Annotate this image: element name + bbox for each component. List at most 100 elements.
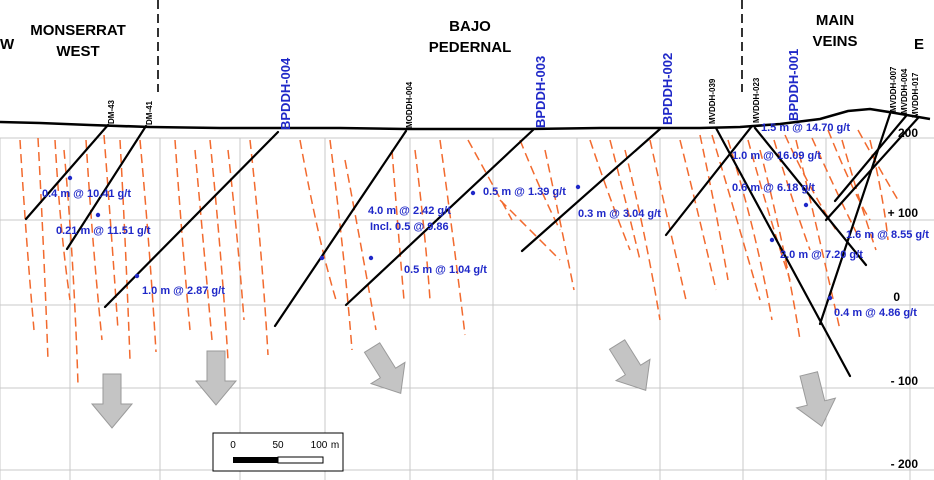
vein-trace [609, 139, 641, 261]
elevation-label: - 200 [891, 457, 919, 471]
plunge-arrow [363, 342, 406, 395]
drillhole-label-moddh004: MODDH-004 [405, 81, 414, 128]
vein-trace [414, 149, 431, 301]
drillhole-label-mvddh004: MVDDH-004 [900, 68, 909, 114]
scale-bar-unit: m [331, 440, 339, 451]
region-name: MONSERRAT [30, 22, 126, 39]
intercept-label: 1.5 m @ 14.70 g/t [761, 122, 850, 134]
vein-trace [747, 139, 791, 281]
vein-trace [773, 139, 811, 251]
intercept-dot [95, 212, 101, 218]
drillhole-label-mvddh017: MVDDH-017 [911, 72, 920, 118]
vein-trace [869, 139, 889, 241]
intercept-label: 1.0 m @ 2.87 g/t [142, 285, 225, 297]
vein-trace [649, 139, 687, 301]
intercept-labels: 0.4 m @ 10.41 g/t 0.21 m @ 11.51 g/t 1.0… [42, 122, 929, 319]
vein-trace [249, 139, 269, 356]
vein-trace [784, 134, 837, 231]
vein-trace [827, 129, 871, 221]
drillhole-label-dm43: DM-43 [107, 99, 116, 124]
vein-trace [711, 134, 761, 301]
vein-trace [857, 129, 899, 201]
elevation-label: + 100 [888, 206, 919, 220]
intercept-label: 2.0 m @ 7.20 g/t [780, 249, 863, 261]
vein-traces [19, 129, 899, 386]
vein-trace [194, 149, 213, 341]
scale-bar-white-segment [277, 456, 324, 464]
vein-trace [63, 149, 79, 386]
plunge-arrow-shape [795, 371, 837, 428]
vein-trace [679, 139, 717, 291]
region-name-line2: VEINS [812, 33, 858, 50]
intercept-label: 0.21 m @ 11.51 g/t [56, 225, 151, 237]
intercept-dot [368, 255, 374, 261]
drillhole-trace [65, 124, 148, 251]
intercept-label: 0.6 m @ 6.18 g/t [732, 182, 815, 194]
intercept-dot [67, 175, 73, 181]
region-name-line2: PEDERNAL [428, 39, 512, 56]
drillhole-trace [714, 126, 852, 378]
drillhole-trace [833, 114, 908, 203]
vein-trace [727, 139, 773, 321]
grid-lines [0, 137, 934, 480]
vein-trace [759, 149, 801, 341]
scale-bar-tick-label: 100 [311, 440, 328, 451]
scale-bar-black-segment [233, 457, 278, 463]
elevation-label: - 100 [891, 374, 919, 388]
region-name: MAIN [815, 12, 855, 29]
drill-hole-traces [24, 112, 920, 378]
vein-trace [344, 159, 377, 331]
plunge-arrow [90, 373, 134, 429]
scale-bar-tick-label: 0 [230, 440, 236, 451]
scale-bar-tick-label: 50 [272, 440, 284, 451]
intercept-dot [470, 190, 476, 196]
vein-trace [19, 139, 35, 331]
intercept-dot [803, 202, 809, 208]
vein-trace [624, 149, 661, 321]
vein-trace [209, 139, 229, 361]
vein-trace [139, 139, 157, 353]
intercept-label: 0.3 m @ 3.04 g/t [578, 208, 661, 220]
intercept-label: 0.4 m @ 10.41 g/t [42, 188, 131, 200]
drillhole-trace [824, 116, 920, 222]
vein-trace [841, 139, 877, 251]
intercept-label: 4.0 m @ 2.42 g/t [368, 205, 451, 217]
vein-trace [699, 134, 729, 281]
plunge-arrow [795, 371, 837, 428]
intercept-label: 0.4 m @ 4.86 g/t [834, 307, 917, 319]
vein-trace [119, 139, 131, 361]
vein-trace [227, 149, 245, 321]
elevation-label: 0 [893, 290, 900, 304]
direction-east: E [914, 36, 925, 53]
vein-trace [519, 139, 561, 231]
region-name: BAJO [449, 18, 491, 35]
vein-trace [37, 137, 49, 361]
elevation-axis: 200 + 100 0 - 100 - 200 [888, 126, 919, 471]
vein-trace [467, 139, 513, 221]
region-name-line2: WEST [56, 43, 100, 60]
plunge-arrow [194, 350, 238, 406]
vein-trace [54, 139, 71, 301]
drillhole-trace [273, 129, 408, 328]
intercept-label: 0.5 m @ 1.39 g/t [483, 186, 566, 198]
drillhole-trace [664, 124, 754, 237]
drillhole-label-mvddh007: MVDDH-007 [889, 66, 898, 112]
drillhole-labels: DM-43 DM-41 BPDDH-004 MODDH-004 BPDDH-00… [107, 49, 920, 130]
plunge-arrow-shape [608, 339, 651, 392]
intercept-label: 1.0 m @ 16.09 g/t [732, 150, 821, 162]
drillhole-trace [520, 127, 662, 253]
direction-west: W [0, 36, 15, 53]
drillhole-trace [818, 112, 892, 326]
plunge-arrows [90, 339, 837, 429]
intercept-label: 1.6 m @ 8.55 g/t [846, 229, 929, 241]
drillhole-trace [344, 128, 535, 307]
vein-trace [544, 149, 575, 291]
intercept-label: Incl. 0.5 @ 9.86 [370, 221, 449, 233]
drillhole-label-bpddh002: BPDDH-002 [660, 53, 675, 125]
plunge-arrow-shape [90, 373, 134, 429]
vein-trace [499, 199, 561, 261]
vein-trace [174, 139, 191, 331]
drillhole-trace [24, 123, 110, 221]
vein-trace [391, 149, 405, 301]
